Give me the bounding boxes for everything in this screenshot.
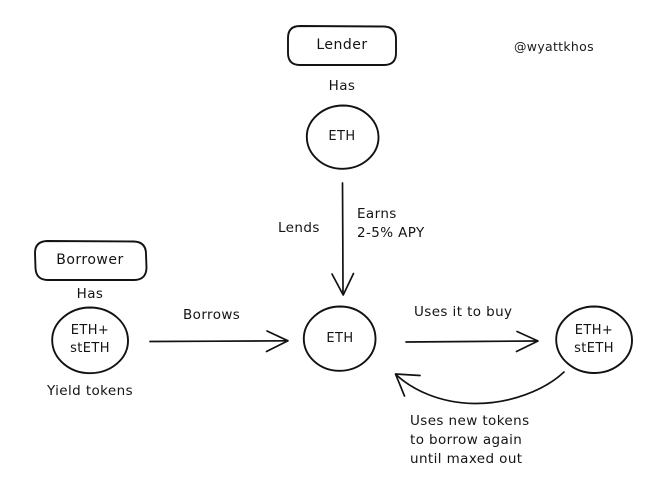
borrower-box-shape <box>34 240 148 281</box>
lender-box-shape <box>287 25 397 66</box>
lender-eth-circle-shape <box>305 104 380 170</box>
lends-arrow-head <box>331 272 355 296</box>
bought-circle-label: ETH+ stETH <box>574 323 614 356</box>
lender-box-label: Lender <box>316 37 368 53</box>
buys-edge-label: Uses it to buy <box>414 304 513 320</box>
yield-tokens-caption: Yield tokens <box>46 383 134 399</box>
lends-arrow-line <box>341 182 344 294</box>
bought-circle-shape <box>555 305 633 374</box>
loop-edge-label: Uses new tokens to borrow again until ma… <box>410 413 530 468</box>
borrows-edge-label: Borrows <box>183 307 241 323</box>
borrower-circle-shape <box>51 306 129 375</box>
borrower-circle-label: ETH+ stETH <box>70 323 110 356</box>
lender-eth-label: ETH <box>328 129 356 145</box>
earns-edge-label: Earns 2-5% APY <box>357 206 425 242</box>
borrows-arrow-line <box>149 339 287 343</box>
borrower-has-caption: Has <box>76 286 104 302</box>
borrows-arrow-head <box>265 330 289 353</box>
buys-arrow-line <box>405 340 537 343</box>
lends-edge-label: Lends <box>278 220 320 236</box>
pool-eth-circle-shape <box>302 305 377 372</box>
borrower-box-label: Borrower <box>56 252 124 268</box>
loop-arrow-curve <box>396 371 565 405</box>
lender-has-caption: Has <box>328 78 356 94</box>
author-watermark: @wyattkhos <box>514 39 594 54</box>
buys-arrow-head <box>515 330 539 353</box>
loop-arrow-head <box>394 373 421 397</box>
pool-eth-label: ETH <box>326 331 354 347</box>
